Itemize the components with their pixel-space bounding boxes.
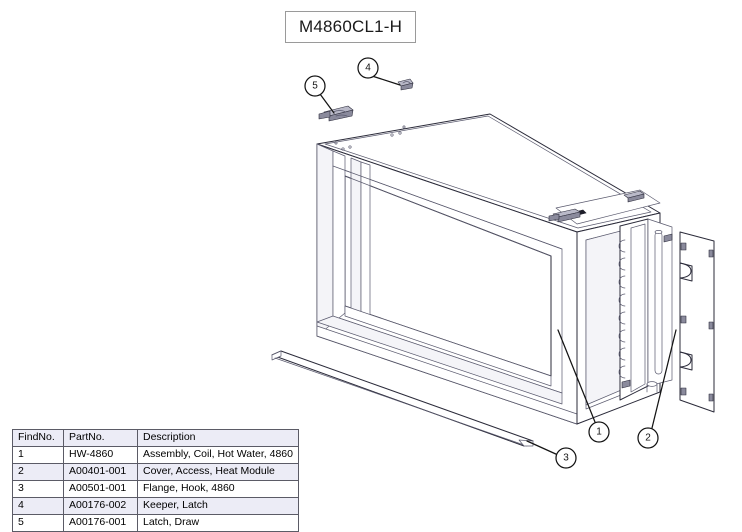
callout-balloon-5[interactable]: 5 [304, 75, 326, 97]
cell-part-no: A00176-001 [63, 514, 138, 532]
callout-balloon-4[interactable]: 4 [357, 57, 379, 79]
cell-part-no: HW-4860 [63, 446, 138, 464]
cell-part-no: A00401-001 [63, 463, 138, 481]
table-row: 3 A00501-001 Flange, Hook, 4860 [12, 480, 299, 498]
table-header-row: FindNo. PartNo. Description [12, 429, 299, 447]
cell-part-no: A00176-002 [63, 497, 138, 515]
column-header-part-no: PartNo. [63, 429, 138, 447]
mounted-draw-latch [548, 208, 581, 223]
part-housing-cabinet [316, 113, 661, 425]
part-access-cover-panel [679, 231, 715, 413]
callout-balloon-2[interactable]: 2 [637, 427, 659, 449]
table-row: 1 HW-4860 Assembly, Coil, Hot Water, 486… [12, 446, 299, 464]
cell-description: Cover, Access, Heat Module [137, 463, 299, 481]
parts-list-table-container: FindNo. PartNo. Description 1 HW-4860 As… [12, 429, 299, 532]
cell-part-no: A00501-001 [63, 480, 138, 498]
column-header-find-no: FindNo. [12, 429, 64, 447]
cell-description: Flange, Hook, 4860 [137, 480, 299, 498]
part-flange-hook [271, 350, 534, 447]
part-draw-latch [318, 105, 354, 122]
callout-balloon-4-label: 4 [365, 63, 371, 74]
page-title: M4860CL1-H [299, 17, 403, 36]
mounted-latch-keeper-right [623, 190, 645, 203]
cell-find-no: 5 [12, 514, 64, 532]
part-keeper-latch [397, 78, 414, 91]
callout-balloon-3[interactable]: 3 [555, 447, 577, 469]
callout-balloon-3-label: 3 [563, 453, 569, 464]
part-hot-water-coil-assembly [618, 218, 673, 401]
table-row: 5 A00176-001 Latch, Draw [12, 514, 299, 532]
cell-find-no: 1 [12, 446, 64, 464]
cell-find-no: 3 [12, 480, 64, 498]
cell-description: Assembly, Coil, Hot Water, 4860 [137, 446, 299, 464]
cell-description: Keeper, Latch [137, 497, 299, 515]
callout-balloon-5-label: 5 [312, 81, 318, 92]
table-row: 4 A00176-002 Keeper, Latch [12, 497, 299, 515]
cell-find-no: 2 [12, 463, 64, 481]
callout-balloon-1-label: 1 [596, 427, 602, 438]
parts-list-table: FindNo. PartNo. Description 1 HW-4860 As… [12, 429, 299, 532]
callout-leaders [319, 75, 677, 456]
cell-find-no: 4 [12, 497, 64, 515]
callout-balloon-1[interactable]: 1 [588, 421, 610, 443]
drawing-title-block: M4860CL1-H [285, 11, 417, 43]
column-header-description: Description [137, 429, 299, 447]
cell-description: Latch, Draw [137, 514, 299, 532]
table-row: 2 A00401-001 Cover, Access, Heat Module [12, 463, 299, 481]
callout-balloon-2-label: 2 [645, 433, 651, 444]
